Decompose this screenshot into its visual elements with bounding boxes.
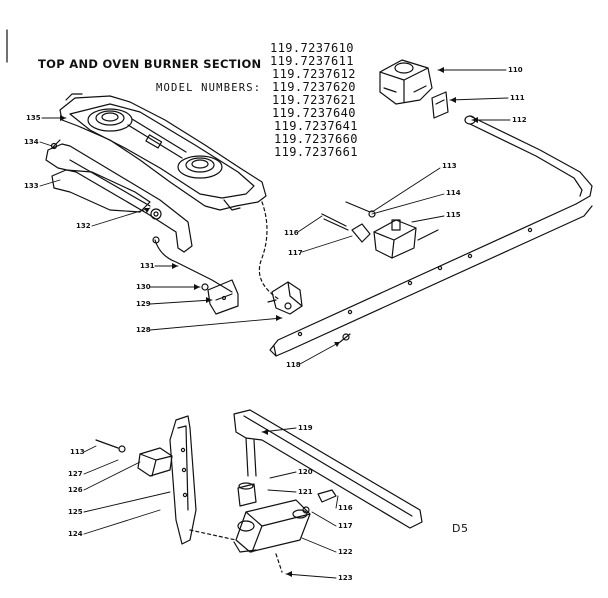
- part-label-123: 123: [338, 574, 353, 582]
- top-burner-assembly: [45, 93, 303, 315]
- part-label-135: 135: [26, 114, 41, 122]
- part-label-121: 121: [298, 488, 313, 496]
- model-number: 119.7237640: [272, 106, 356, 120]
- part-label-128: 128: [136, 326, 151, 334]
- manifold-pipe: [269, 115, 593, 357]
- part-label-112: 112: [512, 116, 527, 124]
- diagram-code: D5: [452, 522, 469, 535]
- part-label-116-lower: 116: [338, 504, 353, 512]
- oven-valve-group: [321, 201, 439, 259]
- pressure-regulator: [379, 59, 449, 119]
- part-label-134: 134: [24, 138, 39, 146]
- part-label-132: 132: [76, 222, 91, 230]
- section-title: TOP AND OVEN BURNER SECTION: [38, 57, 262, 71]
- part-label-118: 118: [286, 361, 301, 369]
- model-number: 119.7237660: [274, 132, 358, 146]
- part-label-122: 122: [338, 548, 353, 556]
- leader-lines: [39, 69, 511, 579]
- part-label-113: 113: [442, 162, 457, 170]
- part-label-133: 133: [24, 182, 39, 190]
- model-number: 119.7237620: [272, 80, 356, 94]
- model-number: 119.7237621: [272, 93, 356, 107]
- part-label-120: 120: [298, 468, 313, 476]
- model-numbers-label: MODEL NUMBERS:: [156, 82, 262, 94]
- part-label-117: 117: [288, 249, 303, 257]
- model-number: 119.7237610: [270, 41, 354, 55]
- part-label-114: 114: [446, 189, 461, 197]
- part-label-124: 124: [68, 530, 83, 538]
- model-number: 119.7237612: [272, 67, 356, 81]
- part-label-130: 130: [136, 283, 151, 291]
- model-number: 119.7237661: [274, 145, 358, 159]
- part-label-113-lower: 113: [70, 448, 85, 456]
- part-label-110: 110: [508, 66, 523, 74]
- part-label-111: 111: [510, 94, 525, 102]
- part-label-125: 125: [68, 508, 83, 516]
- part-label-127: 127: [68, 470, 83, 478]
- part-label-115: 115: [446, 211, 461, 219]
- part-label-119: 119: [298, 424, 313, 432]
- part-label-116: 116: [284, 229, 299, 237]
- lower-assembly: [95, 409, 423, 573]
- part-label-131: 131: [140, 262, 155, 270]
- part-label-117-lower: 117: [338, 522, 353, 530]
- model-number: 119.7237611: [270, 54, 354, 68]
- part-label-129: 129: [136, 300, 151, 308]
- arrow-heads: [60, 67, 478, 577]
- part-label-126: 126: [68, 486, 83, 494]
- model-number: 119.7237641: [274, 119, 358, 133]
